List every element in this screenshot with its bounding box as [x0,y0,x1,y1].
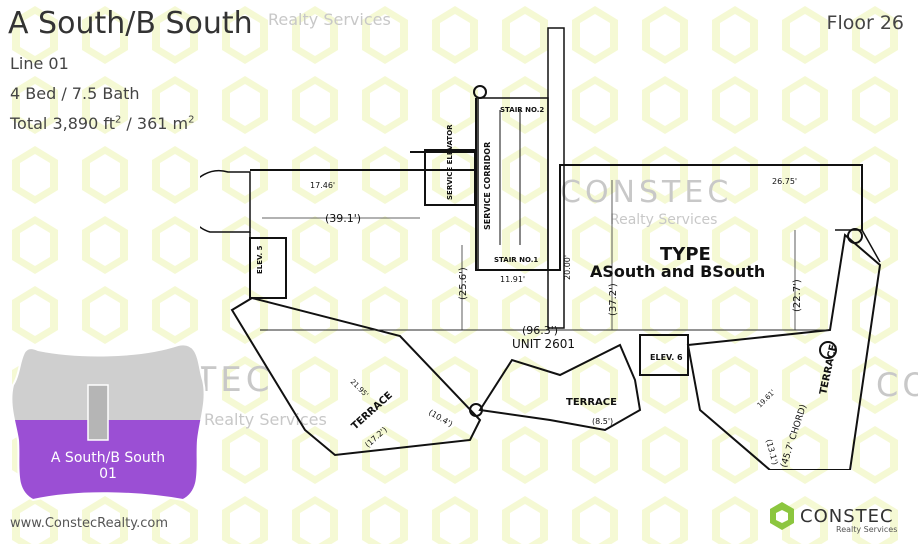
terrace-left: TERRACE [350,390,395,432]
dim-2195: 21.95' [349,378,370,399]
dim-1746: 17.46' [310,181,335,190]
watermark-sub-top: Realty Services [268,10,391,29]
dim-25: (25.6') [458,267,469,300]
dim-22: (22.7') [792,279,803,312]
watermark-sub-mid: Realty Services [610,212,718,228]
website-link[interactable]: www.ConstecRealty.com [10,516,168,531]
watermark-brand-mid: CONSTEC [560,175,733,210]
ft-sup: 2 [114,114,122,126]
watermark-brand-right: CONSTEC [876,366,918,404]
page-title: A South/B South [8,6,253,41]
dim-8: (8.5') [592,417,613,426]
stair-2: STAIR NO.2 [500,106,544,114]
terrace-mid: TERRACE [566,397,617,408]
dim-37: (37.2') [608,283,619,316]
keyplan-label-line1: A South/B South [50,450,166,466]
type-subtitle: ASouth and BSouth [590,262,765,281]
dim-39: (39.1') [325,212,361,225]
dim-10: (10.4') [427,408,454,429]
total-area: Total 3,890 ft2 / 361 m2 [10,114,195,133]
dim-2000: 20.00' [563,255,572,280]
dim-2675: 26.75' [772,177,797,186]
dim-1191: 11.91' [500,275,525,284]
line-label: Line 01 [10,54,69,73]
beds-baths: 4 Bed / 7.5 Bath [10,84,140,103]
floor-plan: TYPE ASouth and BSouth UNIT 2601 (39.1')… [200,27,882,470]
constec-logo-icon [770,502,794,530]
terrace-right: TERRACE [818,343,839,395]
total-prefix: Total 3,890 ft [10,114,115,133]
service-elevator: SERVICE ELEVATOR [446,124,454,200]
dim-96: (96.3') [522,324,558,337]
logo-sub: Realty Services [836,525,898,534]
stair-1: STAIR NO.1 [494,256,538,264]
total-mid: / 361 m [121,114,189,133]
m-sup: 2 [188,114,195,126]
type-title: TYPE [660,244,711,265]
dim-13: (13.1') [764,438,779,466]
elev-right: ELEV. 6 [650,353,683,362]
floor-label: Floor 26 [826,12,904,34]
service-corridor: SERVICE CORRIDOR [483,142,492,230]
key-plan [10,343,206,502]
chord-label: (45.7' CHORD) [779,403,809,469]
keyplan-label: A South/B South 01 [8,450,208,482]
logo-name: CONSTEC [800,506,894,527]
keyplan-label-line2: 01 [99,466,117,482]
elev-left: ELEV. 5 [256,245,264,274]
dim-1961: 19.61' [756,388,777,409]
dim-17: (17.2') [363,425,389,449]
unit-label: UNIT 2601 [512,337,575,351]
